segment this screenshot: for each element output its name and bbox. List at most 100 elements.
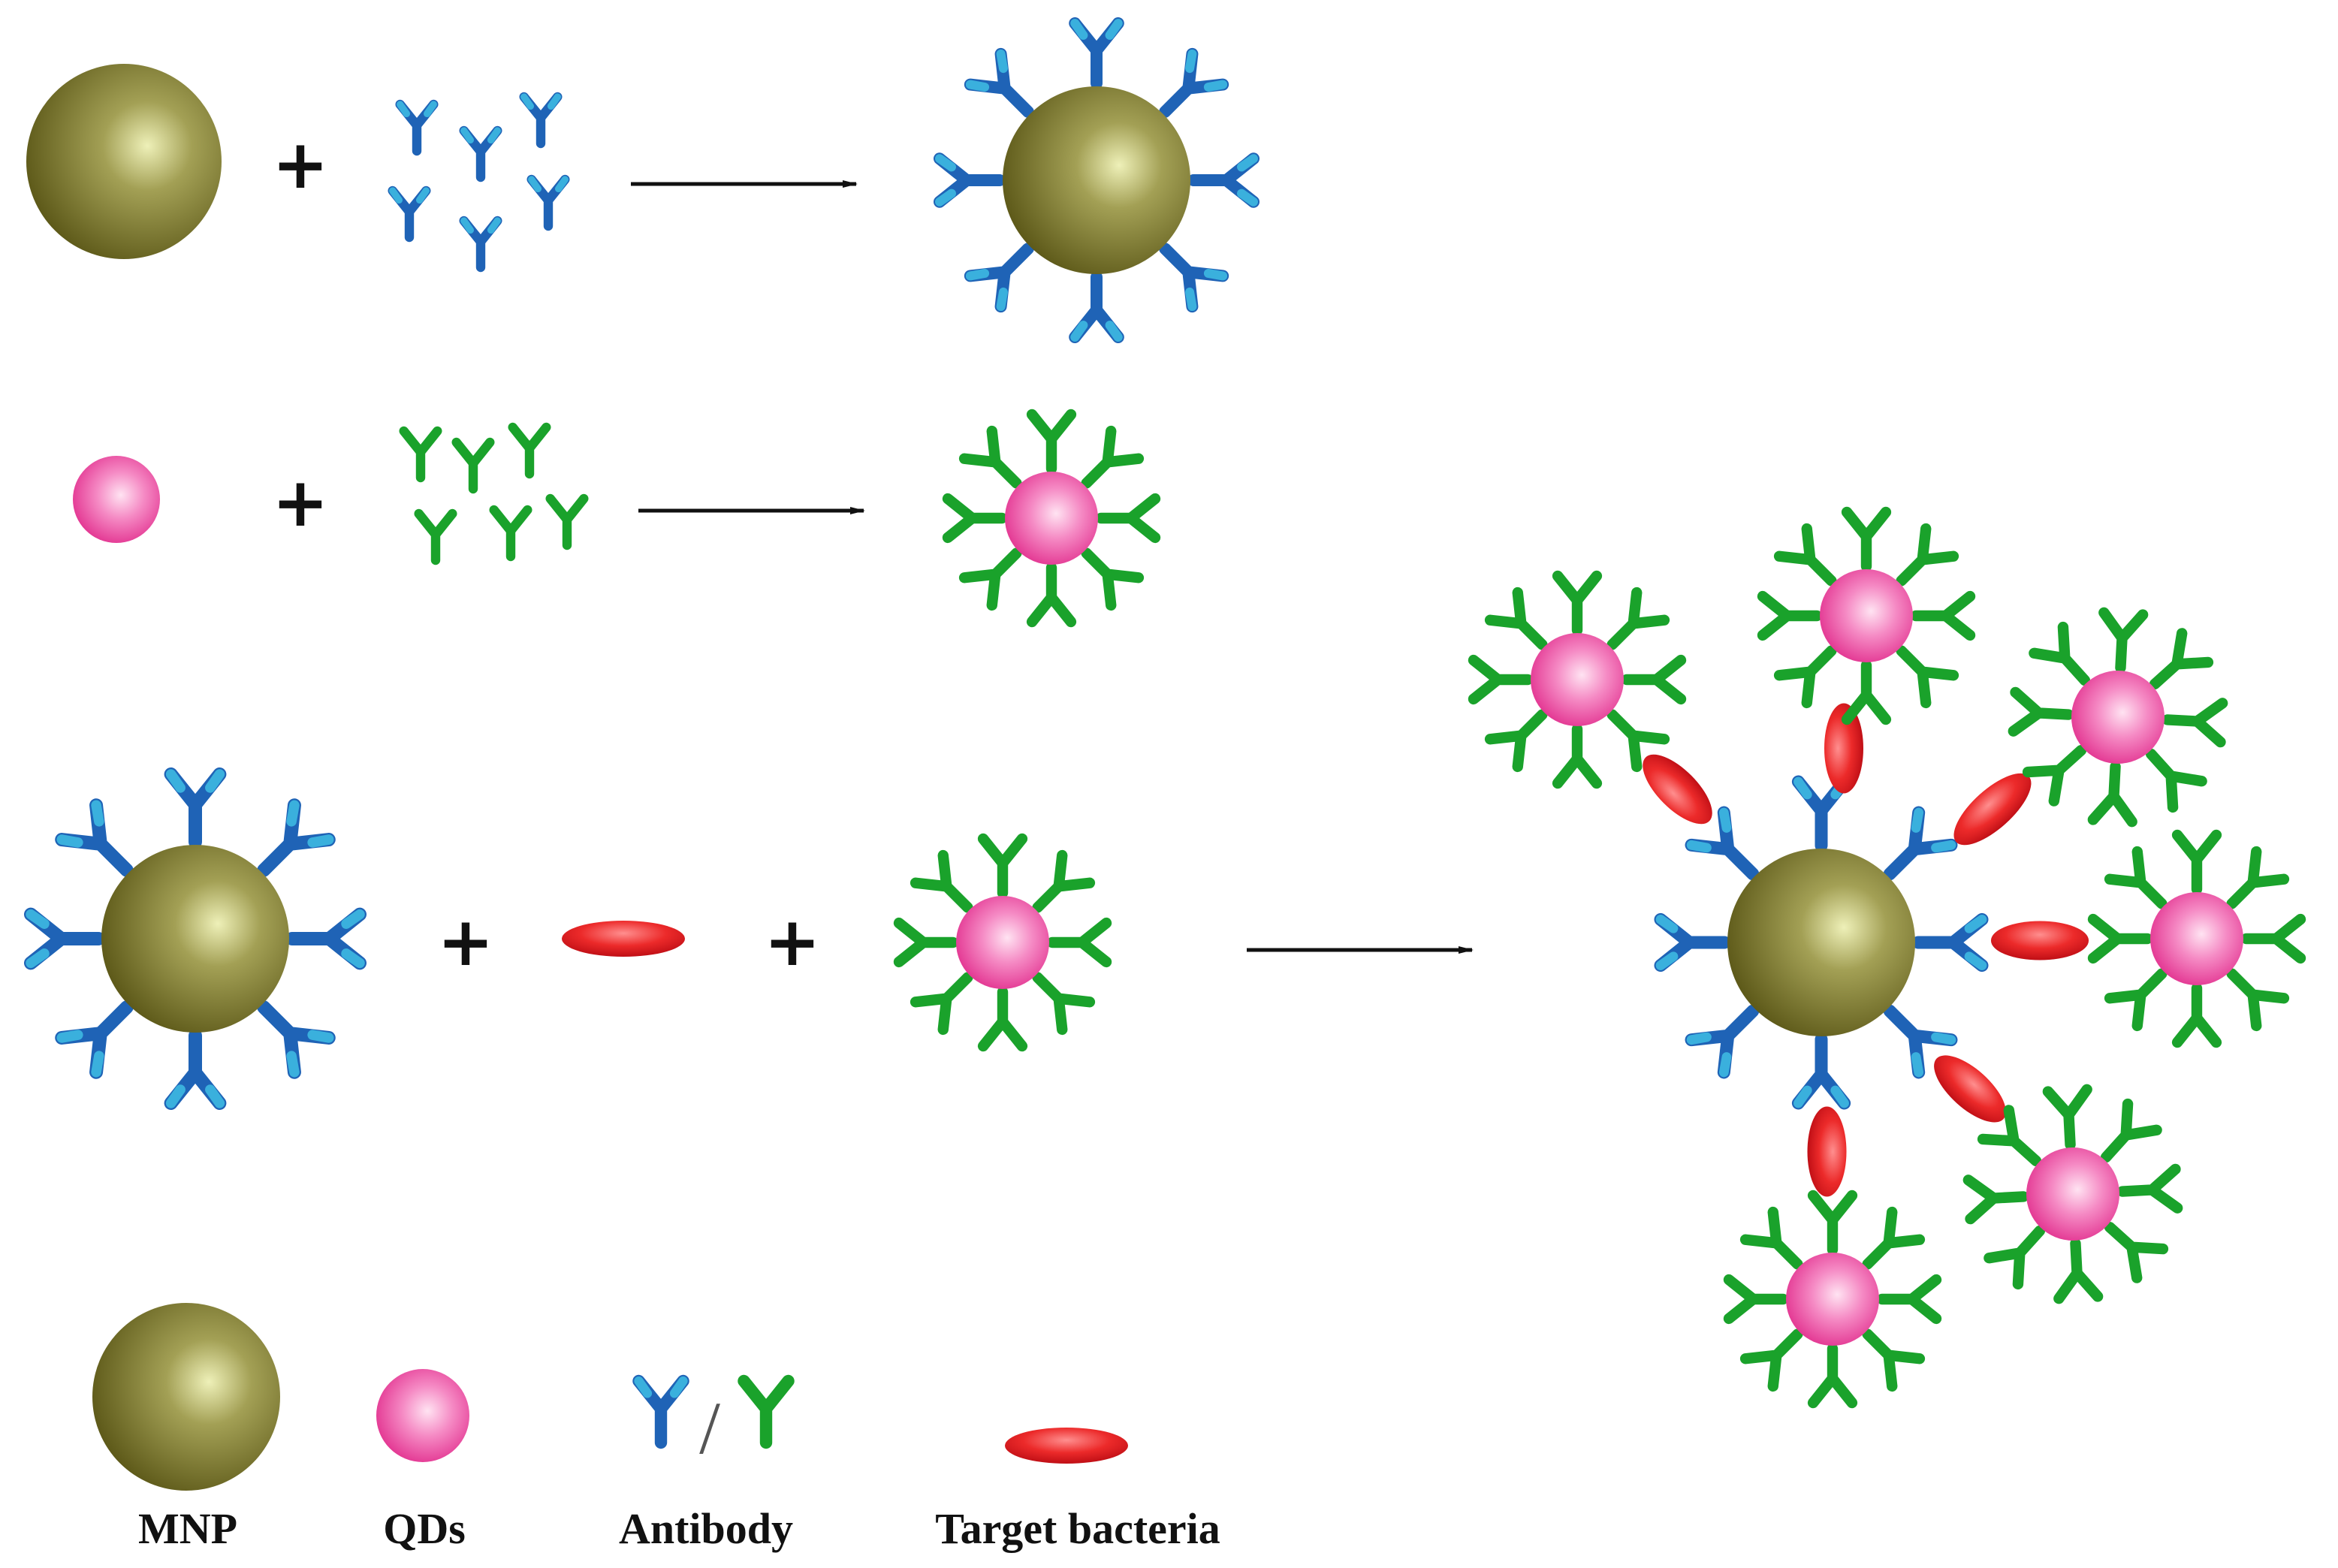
mnp-icon [26, 64, 222, 259]
free-antibody-green-icon [489, 505, 532, 562]
antibody-mark [1685, 1004, 1760, 1079]
antibody-mark [1032, 972, 1096, 1036]
antibody-mark [1654, 912, 1731, 972]
antibody-mark [1977, 1105, 2042, 1167]
antibody-mark [2149, 628, 2214, 690]
antibody-mark [1841, 506, 1892, 572]
antibody-mark [1773, 645, 1837, 709]
antibody-mark [910, 849, 973, 913]
legend-antibody-green-icon [738, 1374, 795, 1449]
bound-bacteria [1990, 921, 2089, 960]
bound-qd-conjugate [1757, 506, 1976, 725]
bound-bacteria [1807, 1106, 1847, 1197]
antibody-mark [934, 152, 1006, 208]
antibody-mark [55, 1000, 134, 1079]
antibody-mark [1883, 1004, 1958, 1079]
antibody-mark [1081, 547, 1145, 611]
antibody-mark [893, 917, 959, 968]
antibody-mark [910, 972, 973, 1036]
antibody-mark [1552, 723, 1603, 789]
antibody-mark [1484, 586, 1548, 650]
antibody-mark [1026, 409, 1077, 475]
legend-mnp-label: MNP [138, 1504, 237, 1553]
target-bacteria-icon [562, 921, 685, 957]
antibody-mark [1883, 806, 1958, 881]
antibody-mark [1791, 775, 1851, 852]
antibody-mark [2029, 621, 2091, 686]
free-antibody-blue-icon [388, 185, 431, 243]
bound-bacteria [1824, 703, 1863, 794]
antibody-mark [1069, 271, 1124, 343]
antibody-mark [1046, 917, 1112, 968]
antibody-mark [1896, 523, 1959, 586]
plus-sign: + [764, 903, 820, 982]
antibody-mark [2087, 913, 2153, 964]
antibody-mark [1552, 570, 1603, 636]
legend: / MNP QDs Antibody Target bacteria [92, 1303, 1220, 1553]
antibody-mark [942, 493, 1008, 544]
antibody-mark [1685, 806, 1760, 881]
antibody-separator: / [699, 1386, 720, 1470]
bound-bacteria [1934, 1055, 2006, 1123]
antibody-mark [1862, 1328, 1926, 1392]
free-antibody-green-icon [399, 426, 442, 483]
antibody-mark [1032, 849, 1096, 913]
mnp-sphere [101, 845, 289, 1033]
antibody-mark [2145, 748, 2207, 813]
qd-sphere [2071, 671, 2165, 764]
antibody-mark [1962, 1174, 2029, 1225]
antibody-mark [1841, 659, 1892, 725]
antibody-mark [2104, 846, 2168, 909]
antibody-mark [1807, 1343, 1858, 1409]
antibody-mark [1159, 243, 1229, 313]
complex-mnp-sphere [1727, 849, 1915, 1036]
qd-sphere [1786, 1253, 1879, 1346]
legend-qd-icon [376, 1369, 469, 1462]
free-antibody-green-icon [414, 508, 457, 565]
antibody-mark [2042, 1084, 2092, 1150]
mnp-bacteria-qd-complex [1468, 506, 2306, 1409]
free-antibody-green-icon [451, 437, 495, 494]
antibody-mark [2087, 761, 2137, 828]
plus-sign: + [272, 125, 328, 204]
row-qd-antibody-conjugation: + [73, 409, 1161, 628]
qd-sphere [1005, 472, 1098, 565]
legend-antibody-label: Antibody [619, 1504, 793, 1553]
mnp-antibody-conjugate [24, 767, 367, 1110]
antibody-mark [1862, 1206, 1926, 1270]
bound-bacteria [1953, 773, 2032, 846]
antibody-mark [1757, 590, 1823, 641]
antibody-mark [24, 907, 105, 970]
antibody-mark [2022, 744, 2087, 807]
free-antibody-green-icon [545, 493, 589, 550]
antibody-mark [1807, 1190, 1858, 1256]
free-antibody-blue-icon [459, 125, 502, 182]
free-antibody-blue-icon [519, 92, 563, 149]
qd-antibody-conjugate [942, 409, 1161, 628]
antibody-mark [1081, 425, 1145, 489]
antibody-mark [1468, 654, 1534, 705]
antibody-mark [2008, 686, 2074, 737]
antibody-mark [1773, 523, 1837, 586]
antibody-mark [2171, 829, 2222, 895]
legend-bacteria-icon [1005, 1428, 1128, 1464]
plus-sign: + [272, 463, 328, 542]
qd-sphere [2150, 892, 2243, 985]
qd-antibody-conjugate [893, 833, 1112, 1052]
row-sandwich-assembly: ++ [24, 767, 1474, 1110]
antibody-mark [964, 243, 1034, 313]
mnp-sphere [1003, 86, 1190, 274]
antibody-mark [1791, 1033, 1851, 1110]
antibody-mark [1910, 590, 1976, 641]
antibody-mark [2104, 968, 2168, 1032]
antibody-mark [977, 986, 1028, 1052]
qd-icon [73, 456, 160, 543]
bound-qd-conjugate [1723, 1190, 1942, 1409]
plus-sign: + [437, 903, 493, 982]
legend-target-bacteria-label: Target bacteria [935, 1504, 1220, 1553]
antibody-mark [2171, 982, 2222, 1048]
qd-sphere [2026, 1147, 2119, 1241]
antibody-mark [1095, 493, 1161, 544]
row-mnp-antibody-conjugation: + [26, 17, 1260, 343]
antibody-mark [958, 547, 1022, 611]
